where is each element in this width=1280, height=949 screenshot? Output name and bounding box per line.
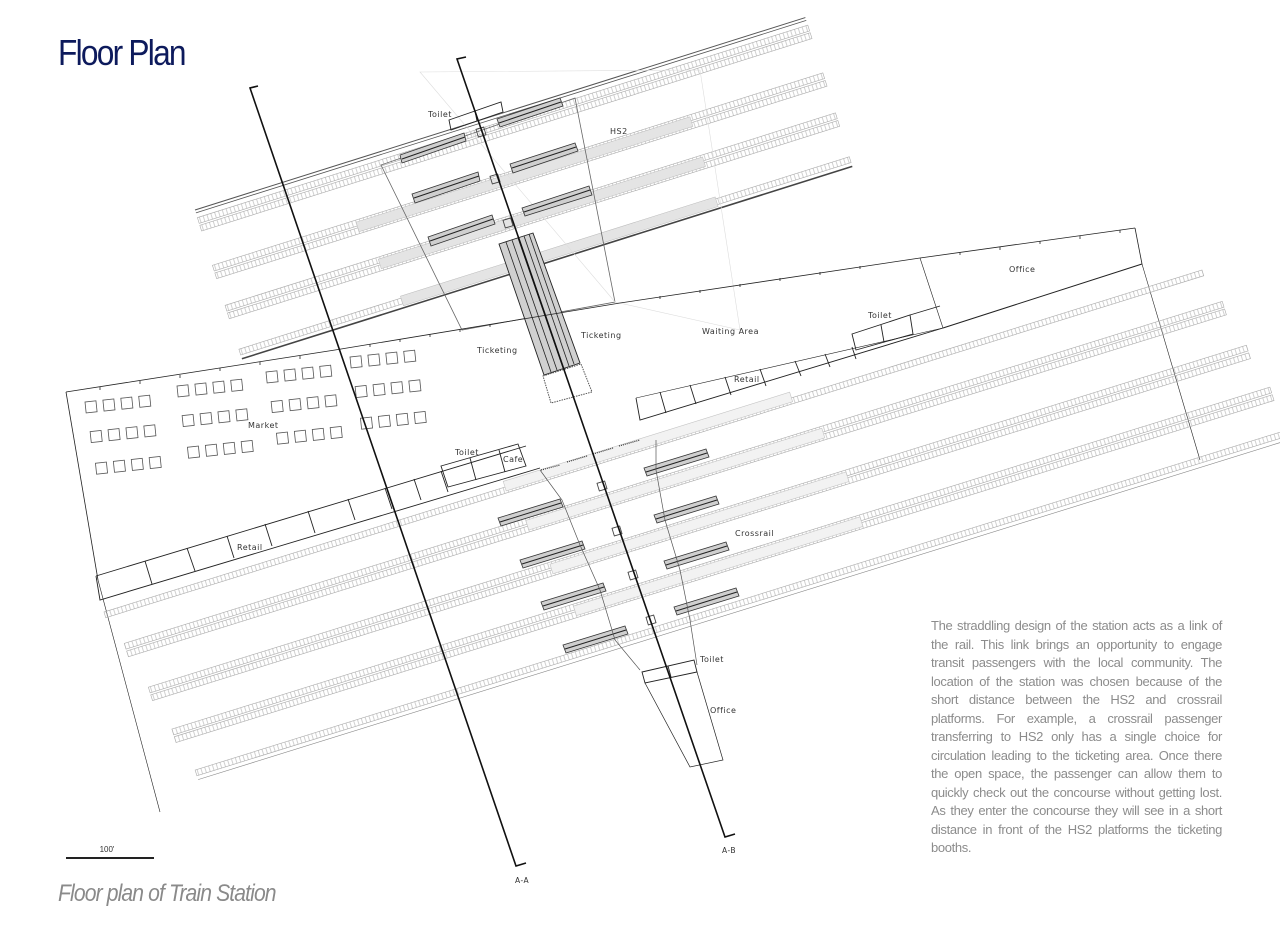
bottom-office-wedge bbox=[641, 659, 724, 768]
label-toilet-bottom: Toilet bbox=[699, 655, 724, 664]
scale-bar-line bbox=[66, 857, 154, 859]
label-toilet-hs2: Toilet bbox=[427, 110, 452, 119]
label-retail-left: Retail bbox=[237, 543, 263, 552]
label-toilet-waiting: Toilet bbox=[867, 311, 892, 320]
section-marker-a-a: A-A bbox=[515, 876, 530, 885]
page-title: Floor Plan bbox=[58, 32, 187, 73]
label-toilet-cafe: Toilet bbox=[454, 448, 479, 457]
scale-bar: 100' bbox=[66, 845, 154, 859]
retail-units-right bbox=[635, 305, 944, 421]
section-line-a-a bbox=[248, 85, 527, 867]
section-line-a-b bbox=[455, 56, 736, 838]
label-crossrail: Crossrail bbox=[735, 529, 774, 538]
label-office-bottom: Office bbox=[710, 706, 736, 715]
label-waiting-area: Waiting Area bbox=[702, 327, 759, 336]
concourse-outline bbox=[65, 227, 1201, 813]
label-ticketing-right: Ticketing bbox=[580, 331, 622, 340]
design-description: The straddling design of the station act… bbox=[931, 618, 1222, 855]
section-marker-a-b: A-B bbox=[722, 846, 736, 855]
label-market: Market bbox=[248, 421, 279, 430]
figure-caption: Floor plan of Train Station bbox=[58, 880, 277, 907]
label-hs2: HS2 bbox=[610, 127, 628, 136]
retail-units-left bbox=[95, 443, 541, 601]
label-cafe: Cafe bbox=[503, 455, 523, 464]
label-ticketing-left: Ticketing bbox=[476, 346, 518, 355]
label-office-top: Office bbox=[1009, 265, 1035, 274]
label-retail-right: Retail bbox=[734, 375, 760, 384]
crossrail-tracks bbox=[103, 269, 1280, 780]
market-stalls bbox=[84, 349, 427, 475]
scale-bar-label: 100' bbox=[99, 845, 115, 854]
